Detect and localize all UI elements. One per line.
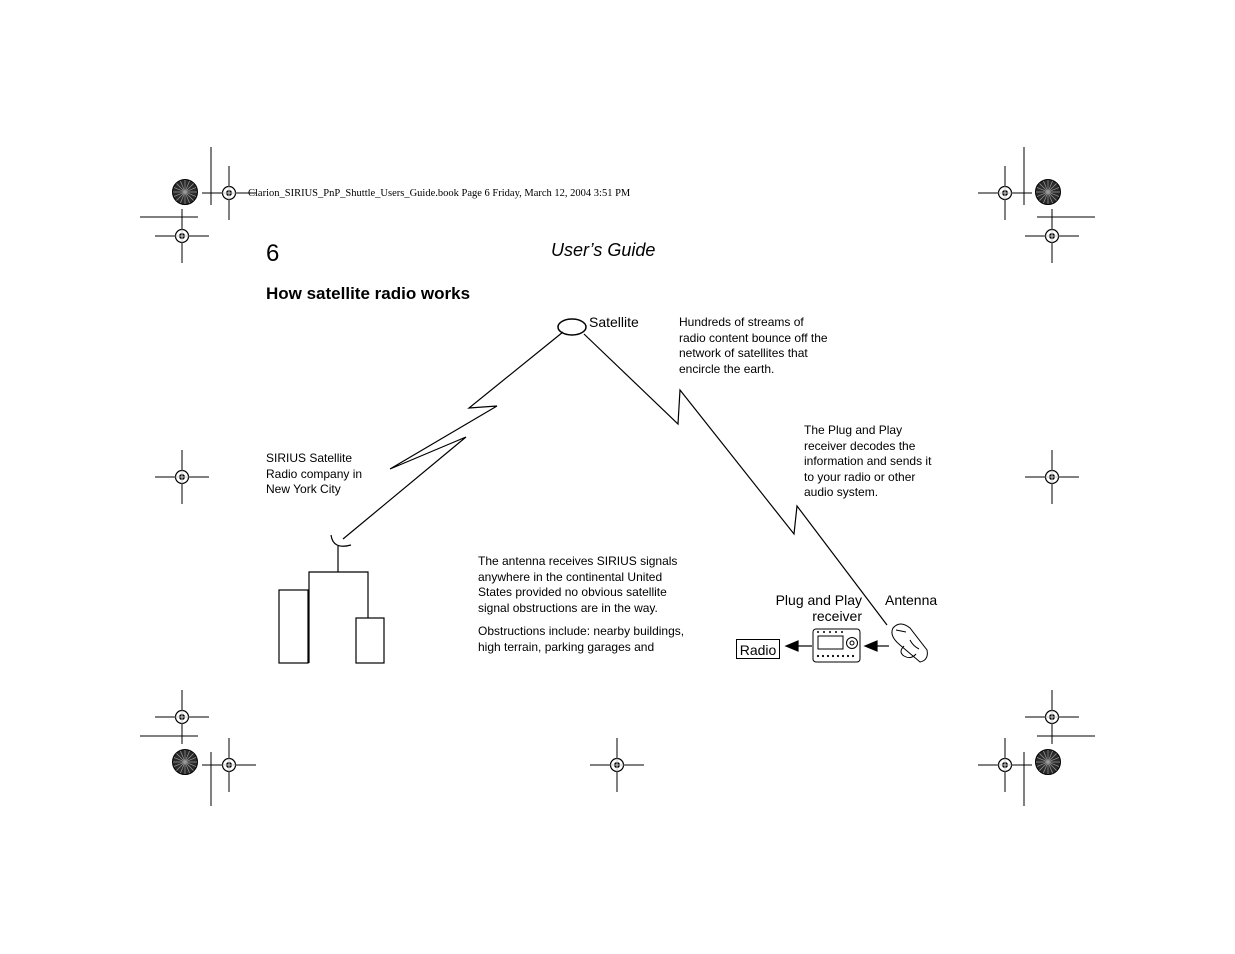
receiver-label: Plug and Play receiver [775, 592, 862, 624]
dish-icon [330, 534, 352, 547]
satellite-shape [557, 318, 587, 336]
book-info-line: Clarion_SIRIUS_PnP_Shuttle_Users_Guide.b… [248, 188, 631, 199]
section-heading: How satellite radio works [266, 284, 471, 303]
receiver-icon [812, 628, 861, 663]
company-note: SIRIUS Satellite Radio company in New Yo… [266, 451, 363, 497]
antenna-icon [891, 623, 928, 663]
antenna-label: Antenna [885, 592, 938, 608]
obstructions-note: Obstructions include: nearby buildings, … [478, 624, 685, 654]
receiver-note: The Plug and Play receiver decodes the i… [804, 423, 932, 500]
downlink-signal [583, 333, 888, 626]
radio-label: Radio [736, 639, 780, 659]
page-number: 6 [266, 240, 280, 267]
uplink-signal [342, 331, 564, 540]
satellite-note: Hundreds of streams of radio content bou… [679, 315, 828, 376]
antenna-note: The antenna receives SIRIUS signals anyw… [478, 554, 678, 615]
guide-title: User’s Guide [551, 240, 656, 260]
satellite-label: Satellite [589, 314, 639, 330]
buildings-icon [278, 571, 385, 664]
